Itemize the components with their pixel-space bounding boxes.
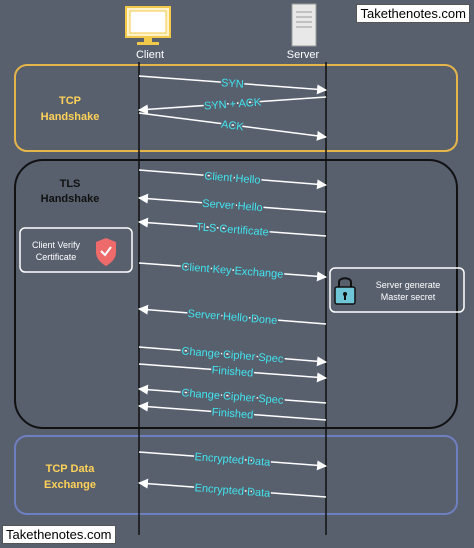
message-label: Encrypted Data (194, 451, 271, 469)
watermark-top: Takethenotes.com (356, 4, 470, 23)
data-phase-subtitle: Exchange (44, 479, 96, 491)
message-arrow (138, 96, 327, 115)
message-label: Server Hello Done (187, 308, 278, 327)
server-generate-note (329, 267, 465, 313)
message-arrow (138, 363, 327, 383)
monitor-icon (125, 6, 171, 45)
message-arrow (138, 384, 327, 404)
watermark-bottom: Takethenotes.com (2, 525, 116, 544)
message-arrow (138, 112, 327, 141)
message-arrow (138, 193, 327, 213)
message-label: Server Hello (202, 198, 263, 214)
tcp-handshake-box (14, 64, 458, 152)
message-arrow (138, 478, 327, 498)
message-label: Client Key Exchange (181, 261, 284, 281)
message-label: Encrypted Data (194, 482, 271, 500)
message-arrow (138, 217, 327, 237)
message-label: Finished (211, 364, 253, 379)
message-label: Change Cipher Spec (181, 387, 284, 407)
data-phase-title: TCP Data (46, 463, 96, 475)
message-label: Finished (211, 406, 253, 421)
server-label: Server (287, 49, 320, 61)
client-verify-note (19, 227, 133, 273)
tcp-phase-subtitle: Handshake (41, 111, 100, 123)
message-label: Change Cipher Spec (181, 345, 284, 365)
tls-handshake-box (14, 159, 458, 429)
message-arrow (138, 401, 327, 421)
message-arrow (138, 346, 327, 367)
server-generate-label: Server generate (376, 280, 441, 290)
message-arrow (138, 451, 327, 471)
padlock-icon (334, 277, 356, 305)
tls-phase-subtitle: Handshake (41, 193, 100, 205)
message-arrow (138, 304, 327, 325)
shield-check-icon (96, 238, 116, 266)
message-arrow (138, 75, 327, 95)
message-label: TLS Certificate (196, 221, 269, 238)
message-label: SYN + ACK (204, 96, 263, 112)
message-arrow (138, 169, 327, 190)
tcp-data-box (14, 435, 458, 515)
client-label: Client (136, 49, 164, 61)
server-icon (291, 3, 317, 47)
server-generate-sublabel: Master secret (381, 292, 436, 302)
message-label: Client Hello (204, 170, 261, 186)
tcp-phase-title: TCP (59, 95, 81, 107)
tls-phase-title: TLS (60, 178, 81, 190)
message-label: SYN (221, 77, 245, 91)
message-label: ACK (220, 119, 245, 134)
client-verify-sublabel: Certificate (36, 252, 77, 262)
client-verify-label: Client Verify (32, 240, 81, 250)
message-arrow (138, 262, 327, 282)
